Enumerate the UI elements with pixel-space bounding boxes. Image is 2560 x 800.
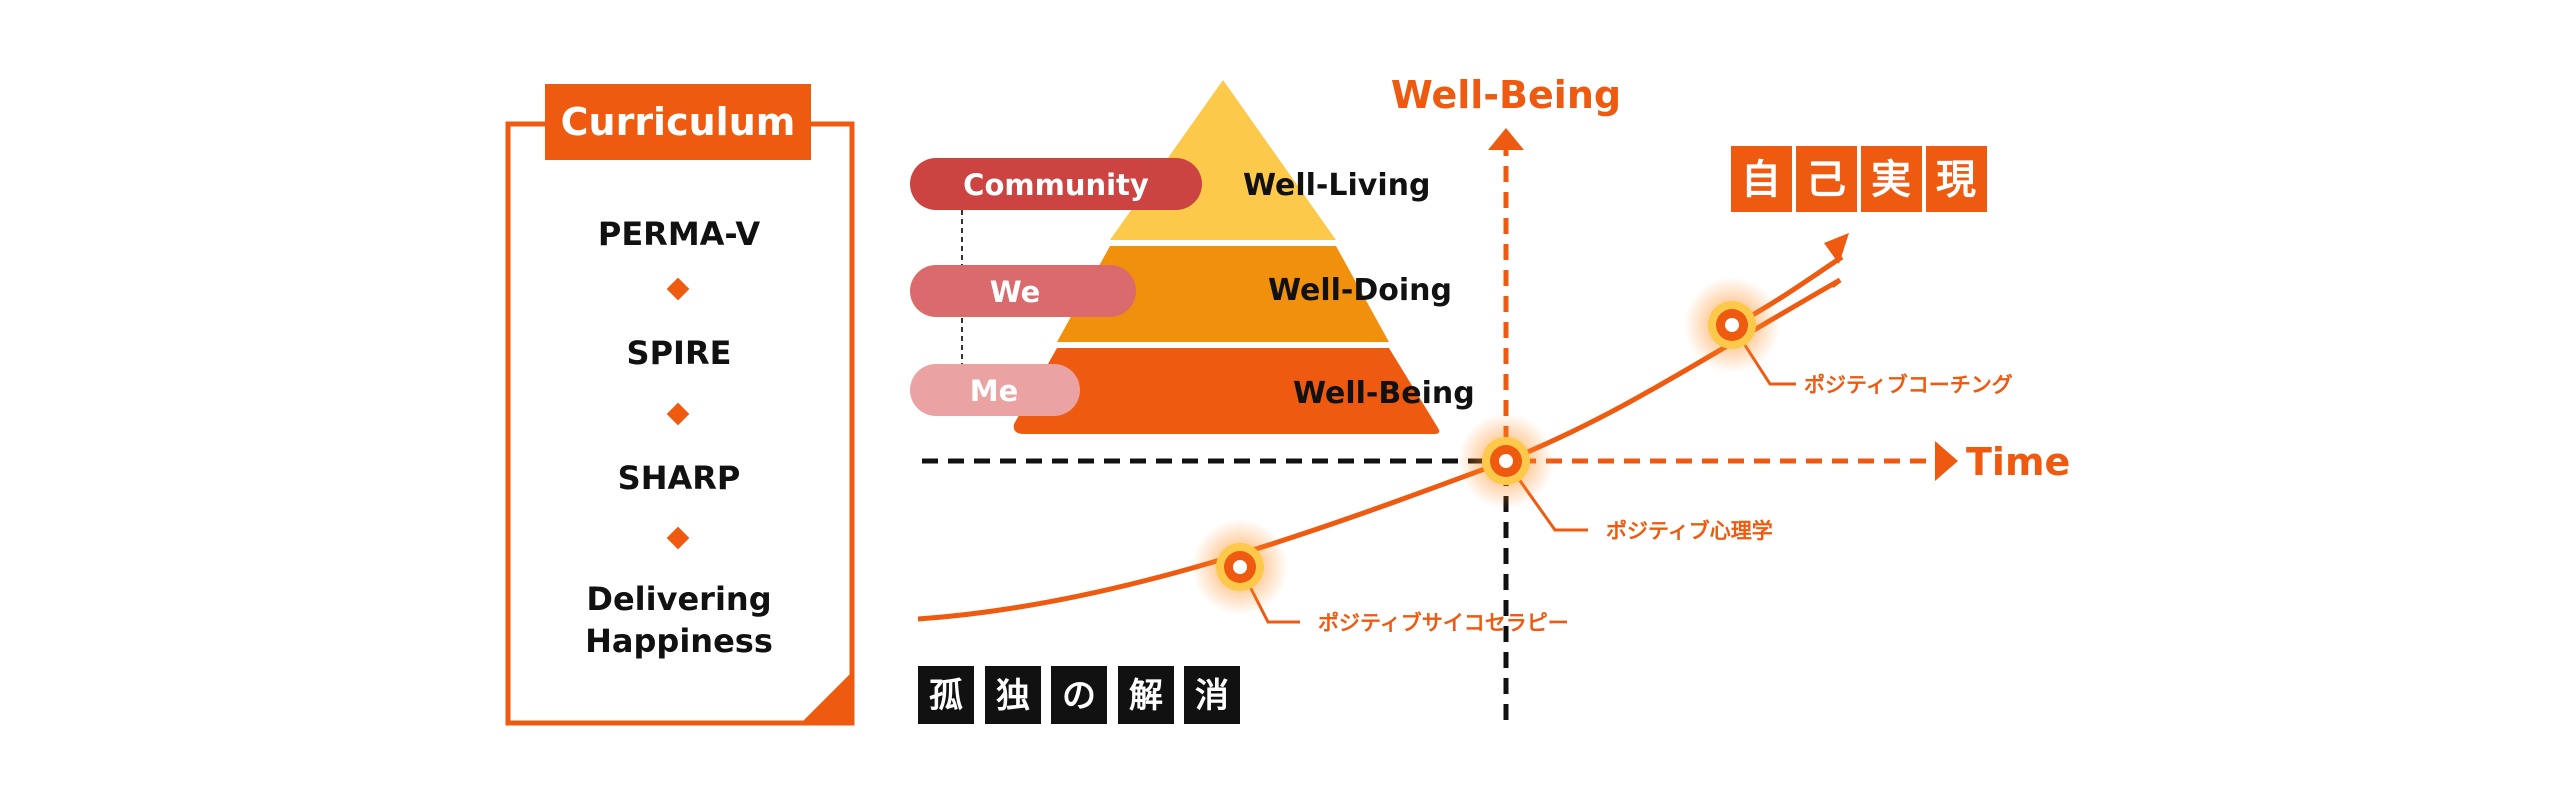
point-label-psychology: ポジティブ心理学 (1606, 519, 1773, 543)
corner-fold-decoration (801, 672, 852, 723)
pill-me-label: Me (970, 374, 1019, 408)
curriculum-item-perma-v: PERMA-V (598, 215, 761, 253)
time-axis-label: Time (1966, 440, 2070, 484)
point-label-coaching: ポジティブコーチング (1804, 373, 2013, 397)
wellbeing-axis-arrowhead (1488, 128, 1524, 150)
pyramid: Well-Living Well-Doing Well-Being Commun… (910, 80, 1475, 434)
pill-we (910, 265, 1136, 317)
pill-me (910, 364, 1080, 416)
growth-curve-arrowhead (1824, 233, 1849, 264)
goal-char: 自 (1741, 157, 1781, 203)
time-axis-arrowhead (1935, 441, 1958, 481)
diamond-bullet (666, 526, 690, 550)
curriculum-frame (505, 121, 855, 726)
point-psychotherapy (1192, 519, 1288, 615)
curriculum-title-box (545, 84, 811, 160)
curriculum-item-happiness: Happiness (585, 622, 773, 660)
curriculum-title: Curriculum (561, 100, 796, 144)
goal-label: 自 己 実 現 (1731, 146, 1987, 212)
start-label: 孤 独 の 解 消 (918, 666, 1240, 724)
pyramid-label-well-doing: Well-Doing (1268, 273, 1452, 308)
point-psychology (1458, 413, 1554, 509)
curriculum-item-sharp: SHARP (618, 459, 741, 497)
goal-char: 実 (1871, 157, 1911, 203)
pill-community-label: Community (963, 168, 1149, 202)
start-char: 解 (1129, 676, 1163, 716)
goal-char: 己 (1806, 157, 1846, 203)
pyramid-level-well-being (1013, 348, 1440, 434)
start-char: の (1062, 676, 1096, 716)
wellbeing-axis-label: Well-Being (1391, 73, 1621, 117)
point-label-psychotherapy: ポジティブサイコセラピー (1318, 611, 1569, 635)
goal-char: 現 (1936, 157, 1976, 203)
diamond-bullet (666, 277, 690, 301)
pill-community (910, 158, 1202, 210)
graph: Time Well-Being (917, 73, 2070, 724)
start-char: 独 (996, 676, 1030, 716)
start-char: 孤 (929, 676, 963, 716)
curriculum-item-delivering: Delivering (586, 580, 771, 618)
curriculum-item-spire: SPIRE (627, 334, 732, 372)
pill-we-label: We (990, 275, 1041, 309)
diamond-bullet (666, 402, 690, 426)
pyramid-label-well-living: Well-Living (1243, 168, 1430, 203)
curriculum-panel: Curriculum PERMA-V SPIRE SHARP Deliverin… (505, 84, 855, 726)
pyramid-label-well-being: Well-Being (1293, 376, 1475, 411)
pyramid-level-well-doing (1057, 246, 1389, 342)
point-coaching (1684, 277, 1780, 373)
start-char: 消 (1195, 676, 1229, 716)
